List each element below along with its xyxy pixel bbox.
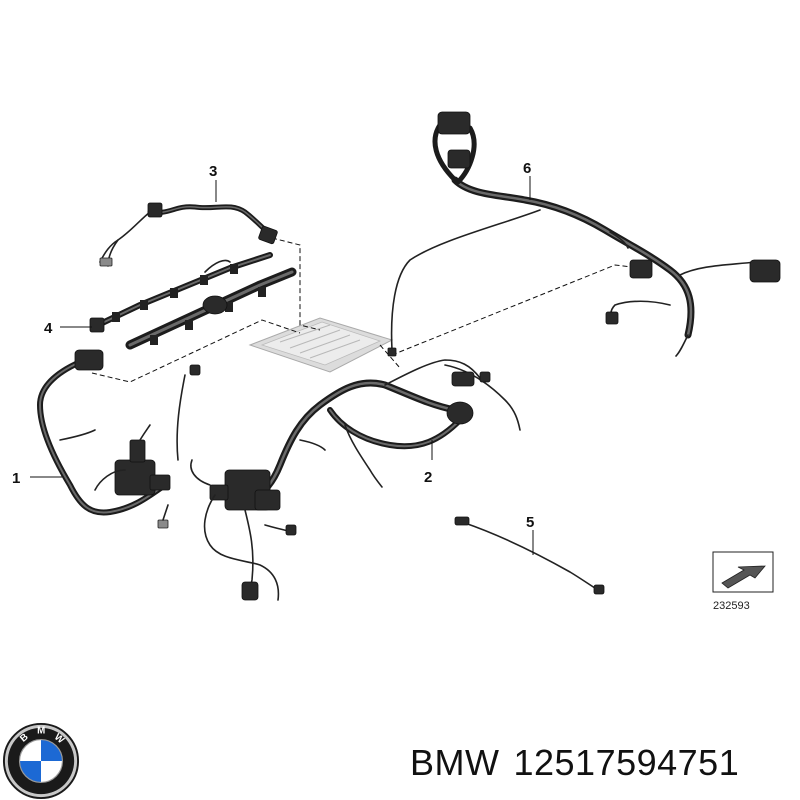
reference-box: 232593 xyxy=(712,551,774,612)
reference-number: 232593 xyxy=(713,600,750,612)
control-unit-plate xyxy=(248,317,394,373)
svg-text:M: M xyxy=(37,726,45,737)
callout-5: 5 xyxy=(526,514,534,531)
callout-6: 6 xyxy=(523,160,531,177)
harness-part-2 xyxy=(190,359,521,601)
harness-part-5 xyxy=(454,516,605,595)
part-caption: BMW 12517594751 xyxy=(410,742,739,784)
callout-2: 2 xyxy=(424,469,432,486)
callout-3: 3 xyxy=(209,163,217,180)
callout-1: 1 xyxy=(12,470,20,487)
harness-part-4 xyxy=(89,252,297,350)
harness-part-3 xyxy=(99,202,278,267)
bmw-roundel-icon: B M W xyxy=(2,722,80,800)
brand-name: BMW xyxy=(410,742,500,783)
harness-part-1 xyxy=(37,349,201,529)
part-number: 12517594751 xyxy=(513,742,740,783)
callout-leaders xyxy=(30,176,534,555)
reference-dashed-lines xyxy=(91,237,641,383)
callout-4: 4 xyxy=(44,320,53,337)
harness-part-6 xyxy=(387,111,781,357)
arrow-icon xyxy=(721,565,766,589)
callout-labels: 1 2 3 4 5 6 xyxy=(12,160,534,531)
